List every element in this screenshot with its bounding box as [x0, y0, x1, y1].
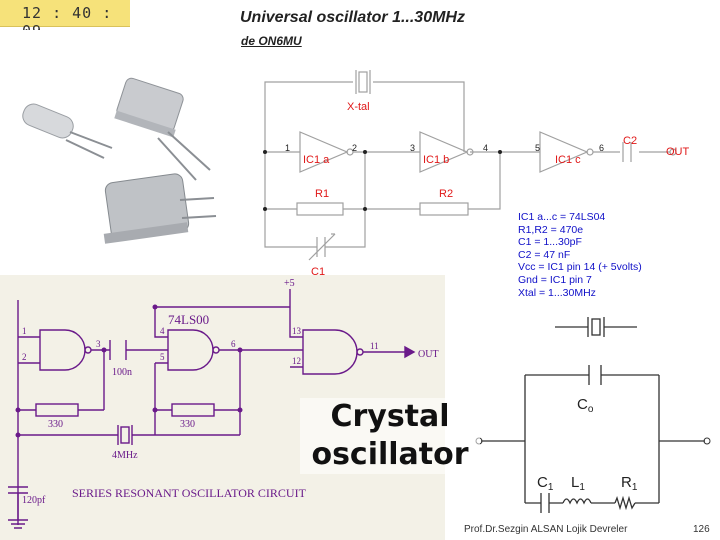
crystal-equivalent-circuit: Co C1 L1 R1	[475, 317, 711, 513]
spec-line: C2 = 47 nF	[518, 248, 571, 261]
resistor-r2	[419, 202, 469, 216]
nand-gate-3	[302, 329, 364, 375]
out-label: OUT	[666, 146, 690, 158]
crystal-photos	[0, 30, 222, 276]
inductor-l1	[562, 498, 592, 505]
resistor-r1-equiv	[614, 495, 636, 511]
universal-oscillator-schematic: X-tal IC1 a IC1 b IC1 c R1 R2 C1 C2 OUT …	[263, 70, 690, 278]
cap-100n-label: 100n	[112, 367, 132, 378]
pin-3: 3	[410, 143, 415, 153]
out-terminal	[669, 148, 677, 156]
pin-5: 5	[535, 143, 540, 153]
pin-label: 4	[160, 326, 165, 336]
res-right-label: 330	[180, 419, 195, 430]
capacitor-c1	[540, 493, 550, 513]
pin-label: 1	[22, 326, 27, 336]
inverter-ic1b	[419, 131, 474, 173]
crystal-symbol-top	[555, 317, 637, 337]
inverter-ic1a	[299, 131, 354, 173]
slide-title-line1: Crystal	[330, 399, 450, 434]
cap-120pf-label: 120pf	[22, 495, 46, 506]
component-spec-list: IC1 a...c = 74LS04 R1,R2 = 470e C1 = 1..…	[518, 211, 642, 299]
r1-label-equiv: R1	[621, 474, 638, 493]
circuit-title: Universal oscillator 1...30MHz	[240, 9, 465, 26]
c1-label-equiv: C1	[537, 474, 554, 493]
spec-line: IC1 a...c = 74LS04	[518, 211, 606, 223]
pin-4: 4	[483, 143, 488, 153]
slide-title-line2: oscillator	[311, 437, 469, 472]
circuit-caption: SERIES RESONANT OSCILLATOR CIRCUIT	[72, 486, 307, 500]
ic1a-label: IC1 a	[303, 154, 330, 166]
pin-2: 2	[352, 143, 357, 153]
c0-label: Co	[577, 396, 594, 415]
ic1b-label: IC1 b	[423, 154, 449, 166]
vcc-label: +5	[284, 278, 295, 289]
l1-label: L1	[571, 474, 585, 493]
spec-line: Gnd = IC1 pin 7	[518, 273, 592, 286]
res-left-label: 330	[48, 419, 63, 430]
inverter-ic1c	[539, 131, 594, 173]
capacitor-c2	[622, 142, 632, 162]
spec-line: C1 = 1...30pF	[518, 236, 582, 249]
pin-label: 3	[96, 339, 101, 349]
nand-gate-1	[39, 329, 92, 371]
crystal-photo-small	[22, 103, 113, 159]
capacitor-c0	[588, 365, 602, 385]
r2-label: R2	[439, 188, 453, 200]
spec-line: Vcc = IC1 pin 14 (+ 5volts)	[518, 261, 642, 274]
slide-title: Crystal oscillator	[300, 398, 480, 474]
crystal-label: 4MHz	[112, 450, 138, 461]
pin-6: 6	[599, 143, 604, 153]
resistor-r1	[296, 202, 344, 216]
resistor-330-right	[171, 403, 215, 417]
nand-gate-2	[167, 329, 220, 371]
spec-line: Xtal = 1...30MHz	[518, 286, 596, 299]
pin-1: 1	[285, 143, 290, 153]
c2-label: C2	[623, 135, 637, 147]
crystal-4mhz	[117, 425, 133, 445]
spec-line: R1,R2 = 470e	[518, 223, 584, 236]
xtal-feedback-wire	[264, 81, 465, 152]
pin-label: 13	[292, 326, 302, 336]
pin-label: 6	[231, 339, 236, 349]
footer-author: Prof.Dr.Sezgin ALSAN Lojik Devreler	[464, 524, 628, 535]
resistor-330-left	[35, 403, 79, 417]
chip-label: 74LS00	[168, 312, 209, 327]
r1-label: R1	[315, 188, 329, 200]
pin-label: 5	[160, 352, 165, 362]
out-label-bottom: OUT	[418, 349, 439, 360]
crystal-photo-large	[103, 173, 217, 244]
xtal-symbol	[355, 70, 371, 94]
pin-label: 12	[292, 356, 301, 366]
terminal-right	[703, 437, 711, 445]
circuit-author: de ON6MU	[241, 34, 302, 48]
pin-label: 11	[370, 341, 379, 351]
clock-display: 12 : 40 : 09	[0, 0, 130, 40]
pin-label: 2	[22, 352, 27, 362]
capacitor-c1-variable	[308, 233, 336, 261]
ic1c-label: IC1 c	[555, 154, 581, 166]
crystal-photo-hc49	[114, 77, 211, 181]
xtal-label: X-tal	[347, 101, 370, 113]
page-number: 126	[693, 524, 710, 535]
